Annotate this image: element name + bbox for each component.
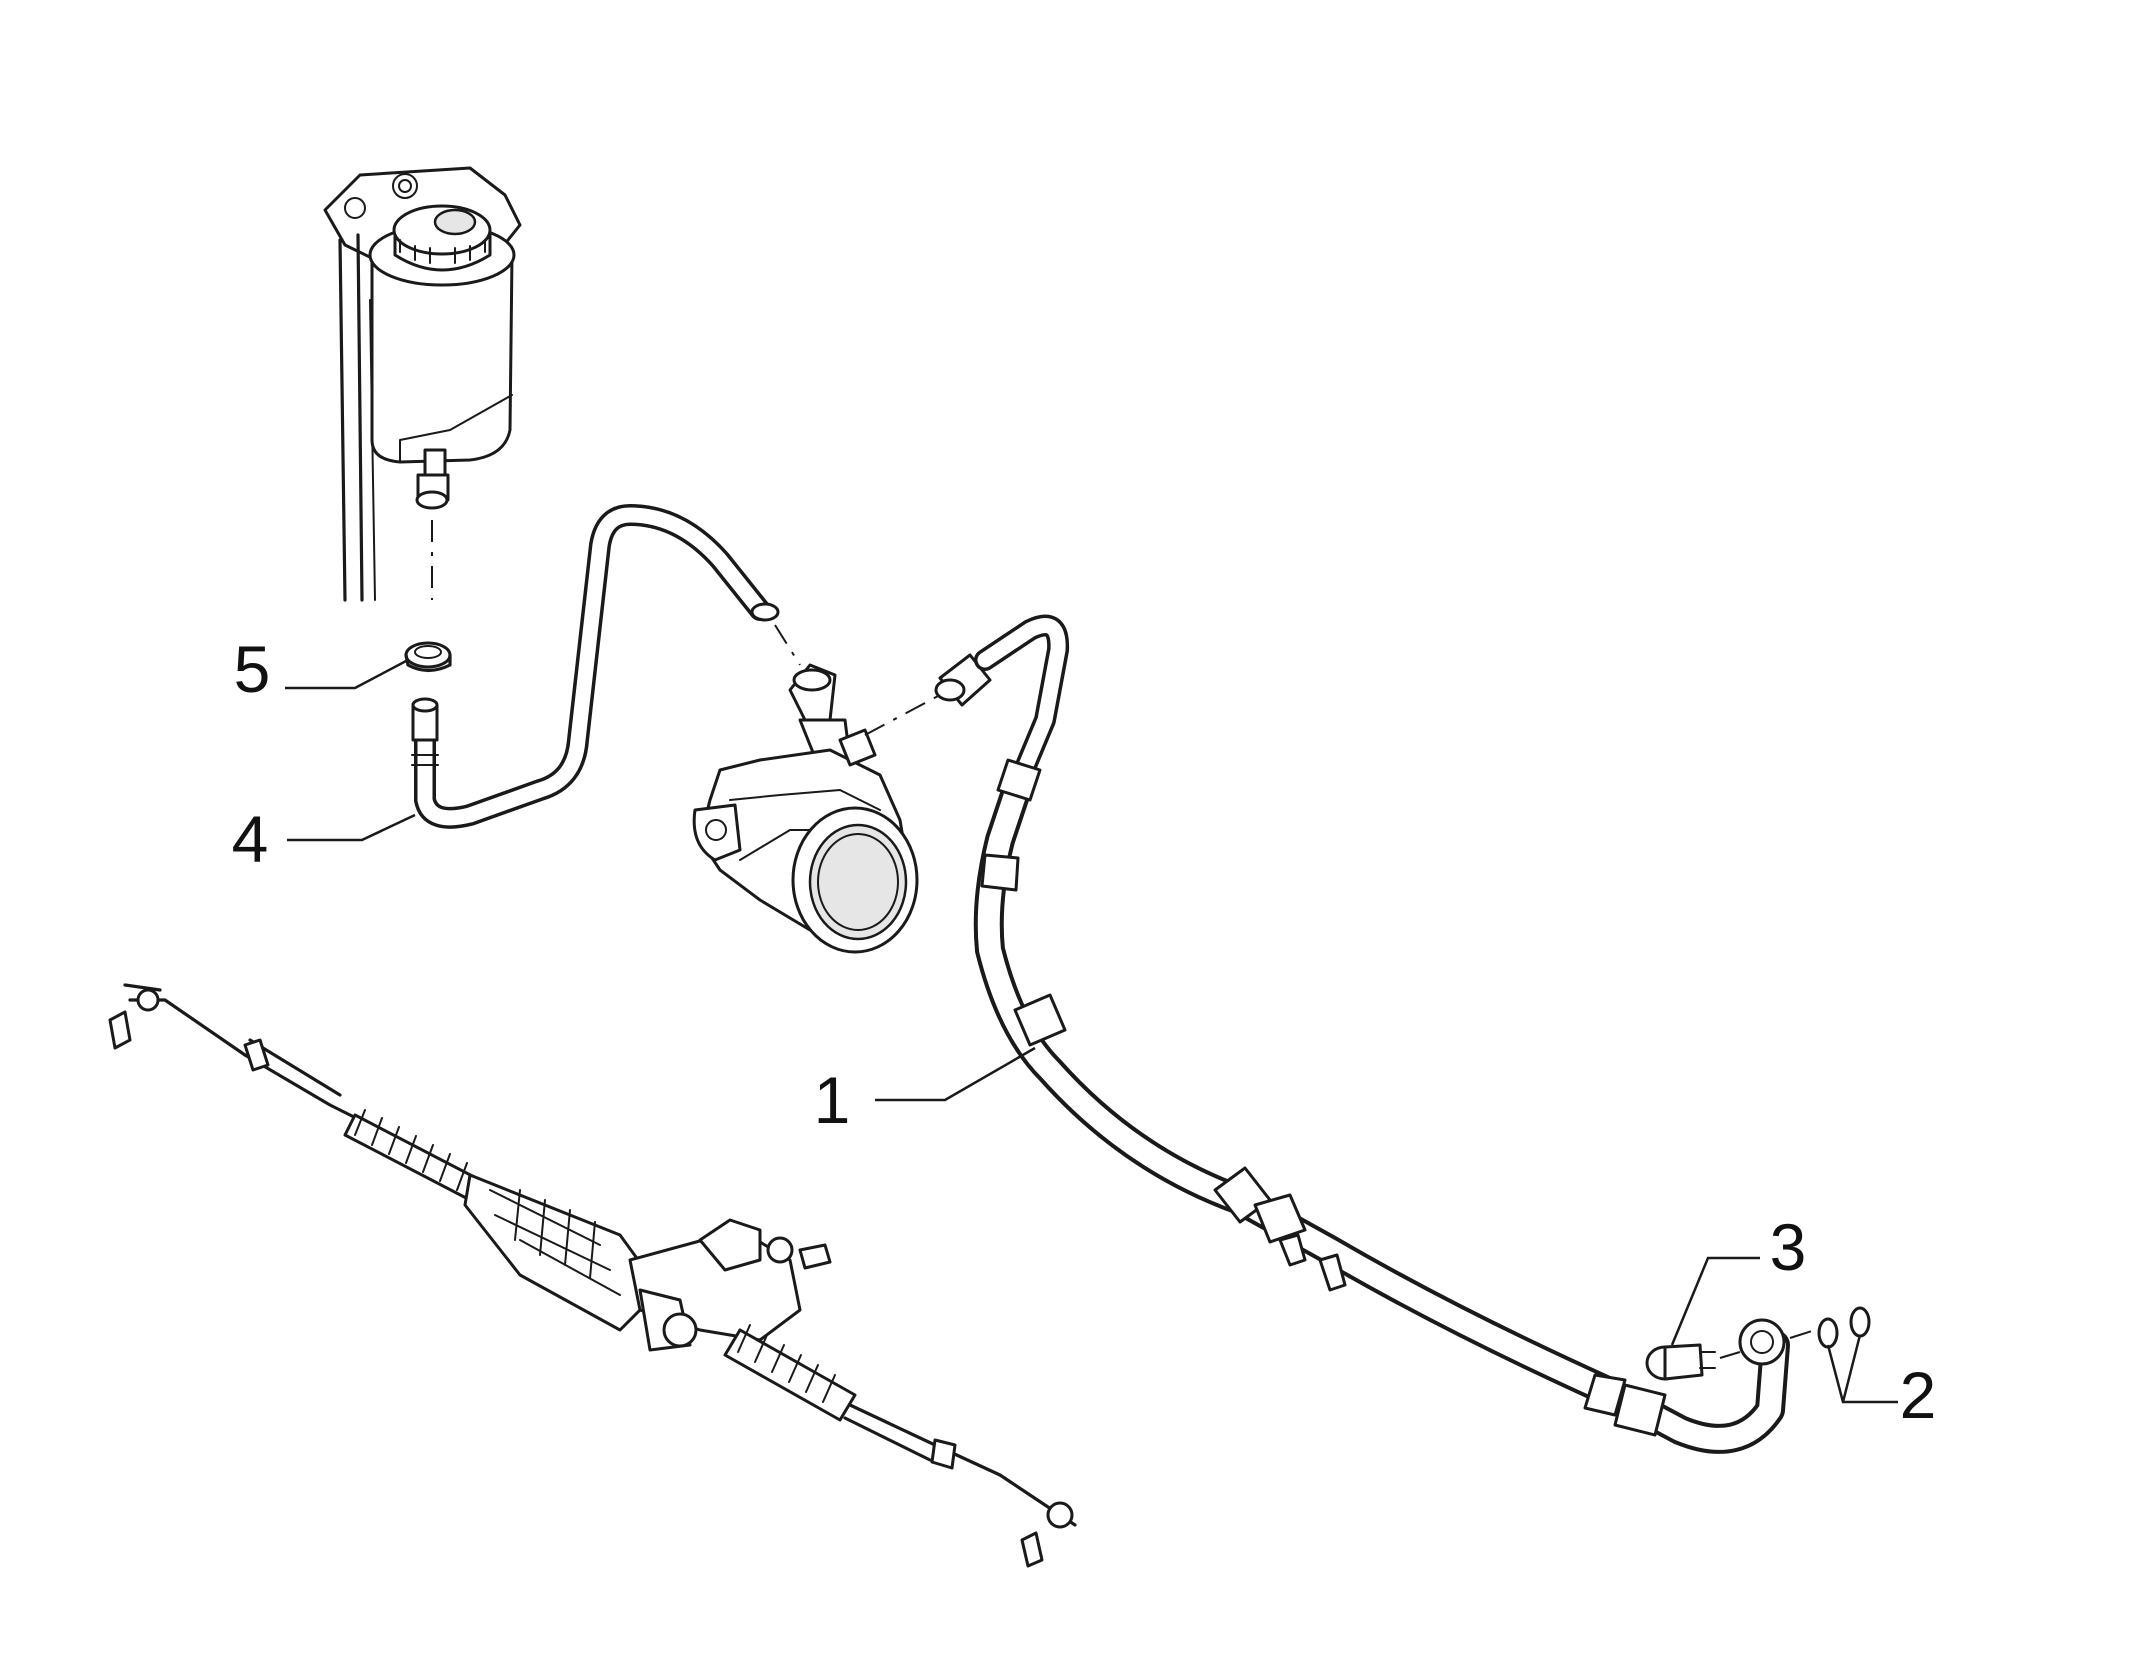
hose-clamp-part-5 [404,641,452,673]
power-steering-pump [692,663,941,954]
return-hose-part-4 [411,504,801,829]
steering-rack [108,983,1077,1568]
callout-4-label: 4 [232,802,269,876]
fluid-reservoir [323,166,522,602]
callout-2: 2 [1826,1334,1937,1432]
callout-5-label: 5 [234,632,271,706]
callout-2-label: 2 [1900,1358,1937,1432]
callout-1-label: 1 [814,1063,851,1137]
callout-3: 3 [1670,1210,1807,1346]
pressure-hose-part-1 [934,614,1790,1454]
callout-5: 5 [234,632,409,706]
banjo-bolt-part-3 [1645,1343,1741,1381]
callout-3-label: 3 [1770,1210,1807,1284]
callout-4: 4 [232,802,416,876]
callout-1: 1 [814,1046,1036,1137]
